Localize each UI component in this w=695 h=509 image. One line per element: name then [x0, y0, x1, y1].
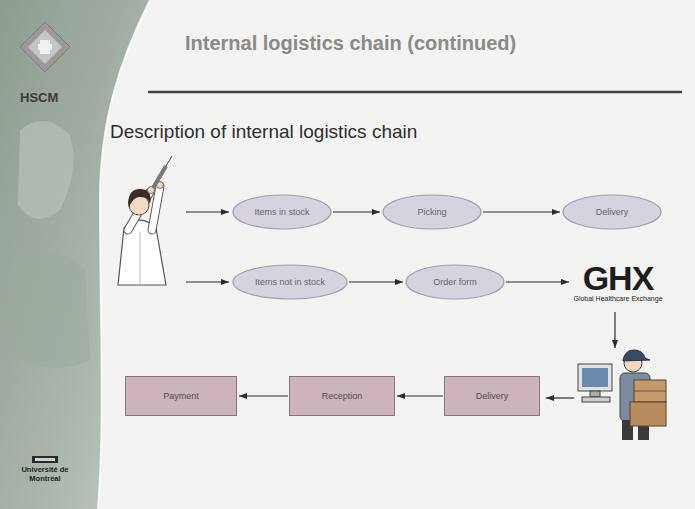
node-text: GHX [583, 261, 654, 295]
subtitle: Description of internal logistics chain [110, 121, 417, 143]
node-text: Reception [322, 391, 363, 401]
process-box: Payment [125, 376, 237, 416]
logo-text: HSCM [20, 90, 58, 105]
flow-arrow [483, 211, 560, 212]
flow-arrow [397, 395, 443, 396]
node-text: Payment [163, 391, 199, 401]
process-box: Delivery [444, 376, 540, 416]
process-ellipse: Order form [405, 264, 505, 300]
title-rule [148, 91, 682, 94]
node-subtext: Global Healthcare Exchange [573, 295, 662, 303]
hscm-logo [20, 22, 70, 72]
leader-arrows [186, 212, 615, 398]
ghx-logo: GHXGlobal Healthcare Exchange [571, 260, 665, 304]
node-text: Items in stock [254, 207, 309, 217]
logo-text: Université de Montréal [13, 466, 77, 483]
node-text: Delivery [596, 207, 629, 217]
stock-ellipse: Items not in stock [232, 264, 348, 300]
process-box: Reception [289, 376, 395, 416]
node-text: Picking [417, 207, 446, 217]
process-ellipse: Delivery [562, 194, 662, 230]
university-logo-mark [32, 456, 58, 463]
flow-arrow [506, 281, 569, 282]
delivery-man-clipart [578, 350, 666, 440]
nurse-clipart [118, 156, 172, 285]
node-text: Delivery [476, 391, 509, 401]
node-text: Items not in stock [255, 277, 325, 287]
stock-ellipse: Items in stock [232, 194, 332, 230]
node-text: Order form [433, 277, 477, 287]
process-ellipse: Picking [382, 194, 482, 230]
flow-arrow [333, 211, 380, 212]
flow-arrow [239, 395, 288, 396]
slide-title: Internal logistics chain (continued) [185, 32, 516, 55]
flow-arrow [349, 281, 403, 282]
